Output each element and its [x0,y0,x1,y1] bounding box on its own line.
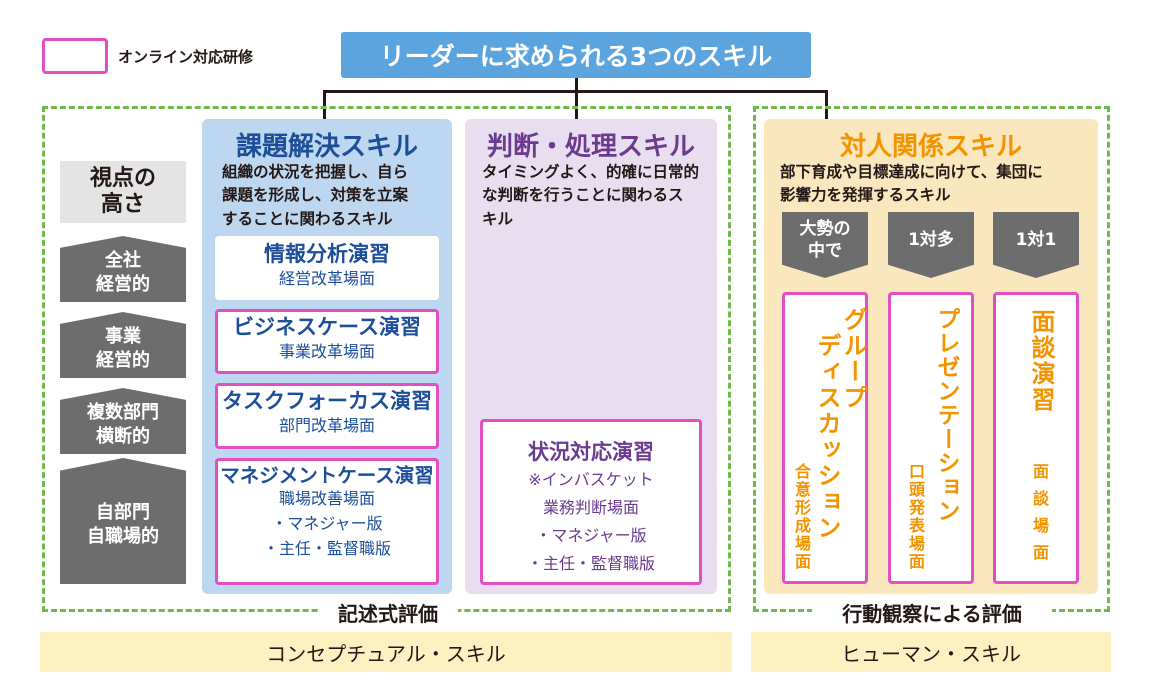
presentation-title: プレゼンテーション [933,307,959,523]
conceptual-skill-bar: コンセプチュアル・スキル [40,632,732,672]
presentation-scene: 口頭発表場面 [906,463,925,571]
connector-middle [575,90,578,120]
card-presentation: プレゼンテーション 口頭発表場面 [888,292,974,584]
badge-one-to-many: 1対多 [888,212,974,278]
problem-solving-heading: 課題解決スキル [235,132,418,162]
badge-in-crowd: 大勢の中で [782,212,868,278]
group-discussion-scene: 合意形成場面 [792,463,811,571]
level-cross-department: 複数部門横断的 [60,388,186,454]
card-situation-response: 状況対応演習 ※インバスケット 業務判断場面 ・マネジャー版 ・主任・監督職版 [480,419,702,585]
interview-scene: 面談場面 [1030,463,1049,571]
human-skill-bar: ヒューマン・スキル [751,632,1111,672]
group-discussion-title-1: グループ [839,307,867,411]
card-interview: 面談演習 面談場面 [993,292,1079,584]
level-own-department: 自部門自職場的 [60,458,186,584]
legend-label: オンライン対応研修 [118,48,254,66]
group-discussion-title-2: ディスカッション [813,333,841,541]
level-business: 事業経営的 [60,312,186,378]
card-group-discussion: グループ ディスカッション 合意形成場面 [782,292,868,584]
evaluation-written: 記述式評価 [318,598,458,627]
diagram-title: リーダーに求められる3つのスキル [341,32,811,78]
viewpoint-title: 視点の高さ [60,161,186,223]
card-task-focus: タスクフォーカス演習 部門改革場面 [215,383,439,449]
card-information-analysis: 情報分析演習 経営改革場面 [215,236,439,300]
connector-left [323,90,326,120]
card-business-case: ビジネスケース演習 事業改革場面 [215,309,439,374]
connector-stem [575,78,578,92]
connector-right [825,90,828,120]
judgment-description: タイミングよく、的確に日常的 な判断を行うことに関わるス キル [482,163,700,228]
interview-title: 面談演習 [1027,309,1055,413]
interpersonal-description: 部下育成や目標達成に向けて、集団に 影響力を発揮するスキル [780,163,1043,205]
legend-swatch [42,38,108,74]
interpersonal-heading: 対人関係スキル [839,132,1022,162]
judgment-heading: 判断・処理スキル [486,132,695,162]
card-management-case: マネジメントケース演習 職場改善場面 ・マネジャー版 ・主任・監督職版 [215,458,439,585]
level-company: 全社経営的 [60,236,186,302]
problem-solving-description: 組織の状況を把握し、自ら 課題を形成し、対策を立案 することに関わるスキル [222,163,409,228]
badge-one-to-one: 1対1 [993,212,1079,278]
evaluation-behavior-observation: 行動観察による評価 [812,598,1052,627]
